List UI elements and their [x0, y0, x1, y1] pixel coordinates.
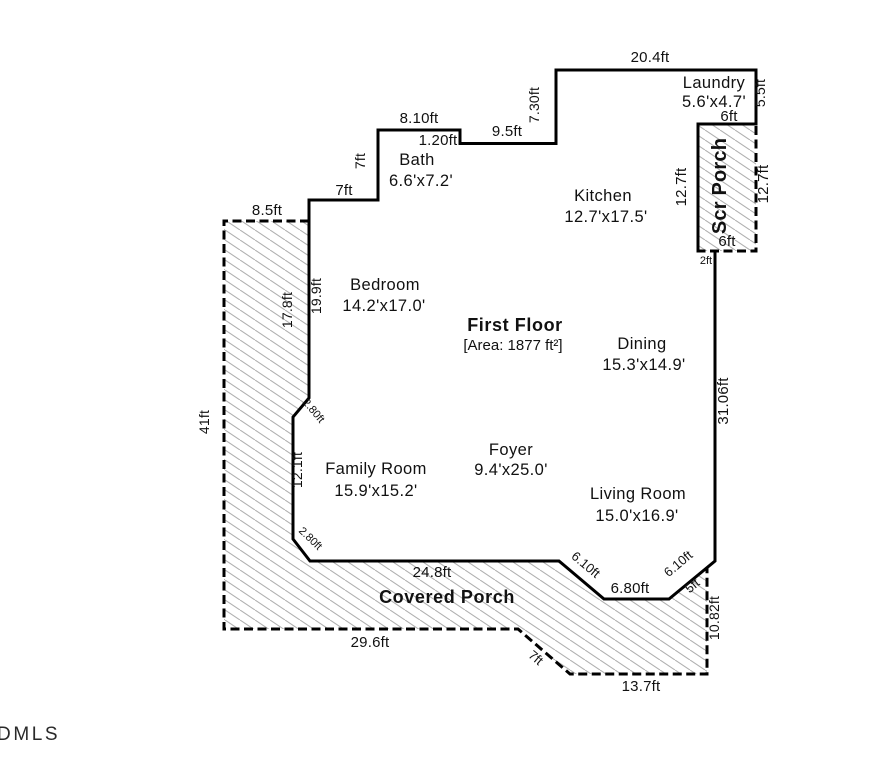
svg-text:7.30ft: 7.30ft	[526, 87, 542, 123]
svg-text:9.4'x25.0': 9.4'x25.0'	[474, 461, 548, 479]
svg-text:29.6ft: 29.6ft	[351, 634, 390, 651]
svg-text:24.8ft: 24.8ft	[413, 564, 452, 581]
svg-text:19.9ft: 19.9ft	[308, 278, 324, 314]
svg-text:Scr Porch: Scr Porch	[709, 138, 731, 234]
svg-text:15.3'x14.9': 15.3'x14.9'	[602, 356, 685, 374]
svg-text:6ft: 6ft	[718, 233, 736, 250]
svg-text:Dining: Dining	[617, 335, 666, 353]
svg-text:6.6'x7.2': 6.6'x7.2'	[389, 172, 453, 190]
svg-text:15.0'x16.9': 15.0'x16.9'	[595, 507, 678, 525]
svg-text:[Area: 1877 ft²]: [Area: 1877 ft²]	[463, 337, 562, 354]
svg-text:8.5ft: 8.5ft	[252, 202, 283, 219]
svg-text:15.9'x15.2': 15.9'x15.2'	[334, 482, 417, 500]
svg-text:DMLS: DMLS	[0, 724, 60, 745]
svg-text:1.20ft: 1.20ft	[419, 132, 458, 149]
svg-text:6ft: 6ft	[720, 108, 738, 125]
svg-text:Kitchen: Kitchen	[574, 187, 632, 205]
svg-text:12.1ft: 12.1ft	[289, 452, 305, 488]
svg-text:Family Room: Family Room	[325, 460, 427, 478]
svg-text:8.10ft: 8.10ft	[400, 110, 439, 127]
svg-text:Living Room: Living Room	[590, 485, 686, 503]
svg-text:5.5ft: 5.5ft	[752, 79, 768, 107]
svg-text:7ft: 7ft	[335, 182, 353, 199]
svg-text:31.06ft: 31.06ft	[715, 377, 732, 425]
svg-text:Bath: Bath	[399, 151, 435, 169]
svg-text:12.7'x17.5': 12.7'x17.5'	[564, 208, 647, 226]
svg-text:12.7ft: 12.7ft	[673, 167, 690, 206]
svg-text:14.2'x17.0': 14.2'x17.0'	[342, 297, 425, 315]
svg-text:5.6'x4.7': 5.6'x4.7'	[682, 93, 746, 111]
svg-text:Laundry: Laundry	[683, 74, 746, 92]
svg-text:9.5ft: 9.5ft	[492, 123, 523, 140]
svg-text:2ft: 2ft	[700, 255, 712, 267]
svg-text:13.7ft: 13.7ft	[622, 678, 661, 695]
svg-text:20.4ft: 20.4ft	[631, 49, 670, 66]
svg-text:Bedroom: Bedroom	[350, 276, 420, 294]
svg-text:6.80ft: 6.80ft	[611, 580, 650, 597]
svg-text:41ft: 41ft	[196, 410, 212, 434]
svg-text:12.7ft: 12.7ft	[755, 164, 772, 203]
svg-text:17.8ft: 17.8ft	[279, 292, 295, 328]
svg-text:10.82ft: 10.82ft	[706, 596, 722, 640]
svg-text:First Floor: First Floor	[467, 315, 563, 335]
svg-text:Foyer: Foyer	[489, 441, 533, 459]
svg-text:Covered Porch: Covered Porch	[379, 587, 515, 607]
svg-text:7ft: 7ft	[352, 153, 368, 169]
